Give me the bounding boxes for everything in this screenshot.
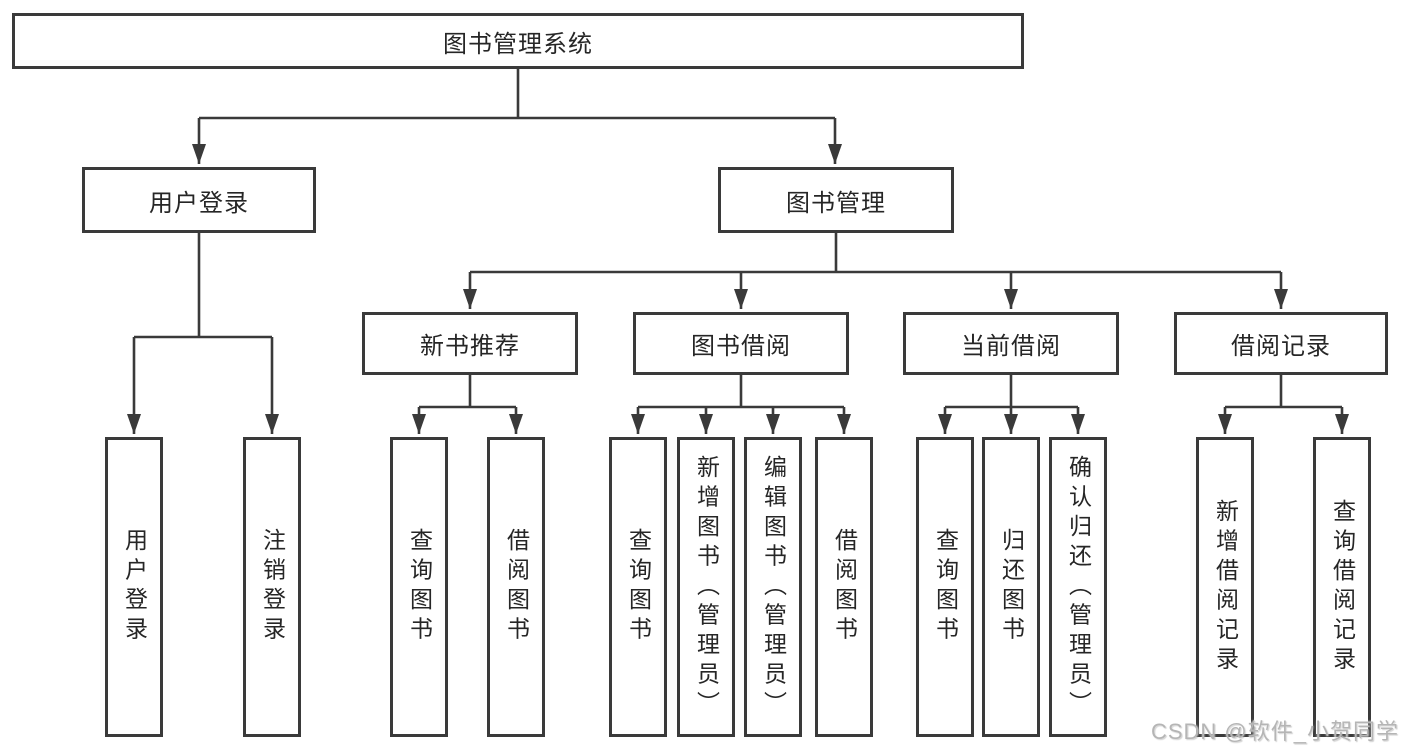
connector-user-login-to-children — [127, 233, 279, 434]
node-library-system: 图书管理系统 — [12, 13, 1024, 69]
leaf-logout-label: 注销登录 — [259, 528, 286, 646]
node-library-system-label: 图书管理系统 — [443, 30, 593, 58]
csdn-watermark: CSDN @软件_小贺同学 — [1150, 719, 1399, 744]
leaf-br-add-record: 新增借阅记录 — [1196, 437, 1254, 737]
leaf-bb-query-books: 查询图书 — [609, 437, 667, 737]
leaf-nb-borrow-books: 借阅图书 — [487, 437, 545, 737]
node-new-book-recommend-label: 新书推荐 — [420, 333, 520, 360]
connector-borrow-records-to-children — [1218, 375, 1349, 434]
leaf-user-login: 用户登录 — [105, 437, 163, 737]
connector-root-to-level2 — [192, 69, 842, 164]
leaf-bb-borrow-books-label: 借阅图书 — [831, 528, 858, 646]
node-borrowing-records-label: 借阅记录 — [1231, 333, 1331, 360]
leaf-user-login-label: 用户登录 — [121, 528, 148, 646]
leaf-br-query-record: 查询借阅记录 — [1313, 437, 1371, 737]
node-new-book-recommend: 新书推荐 — [362, 312, 578, 375]
leaf-bb-borrow-books: 借阅图书 — [815, 437, 873, 737]
leaf-bb-add-books-admin-label: 新增图书（管理员） — [693, 454, 720, 720]
leaf-logout: 注销登录 — [243, 437, 301, 737]
node-borrowing-records: 借阅记录 — [1174, 312, 1388, 375]
leaf-nb-borrow-books-label: 借阅图书 — [503, 528, 530, 646]
leaf-br-add-record-label: 新增借阅记录 — [1212, 498, 1239, 676]
node-current-borrowing: 当前借阅 — [903, 312, 1119, 375]
leaf-bb-edit-books-admin: 编辑图书（管理员） — [744, 437, 802, 737]
node-book-borrowing: 图书借阅 — [633, 312, 849, 375]
connector-current-borrow-to-children — [938, 375, 1085, 434]
node-user-login: 用户登录 — [82, 167, 316, 233]
leaf-cb-return-books: 归还图书 — [982, 437, 1040, 737]
leaf-cb-confirm-return-admin: 确认归还（管理员） — [1049, 437, 1107, 737]
leaf-bb-query-books-label: 查询图书 — [625, 528, 652, 646]
leaf-bb-edit-books-admin-label: 编辑图书（管理员） — [760, 454, 787, 720]
node-current-borrowing-label: 当前借阅 — [961, 333, 1061, 360]
node-user-login-label: 用户登录 — [149, 189, 249, 217]
connector-book-mgmt-to-level3 — [463, 233, 1288, 309]
connector-book-borrow-to-children — [631, 375, 851, 434]
leaf-cb-query-books: 查询图书 — [916, 437, 974, 737]
leaf-nb-query-books-label: 查询图书 — [406, 528, 433, 646]
node-book-management-label: 图书管理 — [786, 189, 886, 217]
leaf-cb-return-books-label: 归还图书 — [998, 528, 1025, 646]
leaf-bb-add-books-admin: 新增图书（管理员） — [677, 437, 735, 737]
leaf-cb-confirm-return-admin-label: 确认归还（管理员） — [1065, 454, 1092, 720]
node-book-management: 图书管理 — [718, 167, 954, 233]
leaf-br-query-record-label: 查询借阅记录 — [1329, 498, 1356, 676]
leaf-cb-query-books-label: 查询图书 — [932, 528, 959, 646]
node-book-borrowing-label: 图书借阅 — [691, 333, 791, 360]
connector-new-book-to-children — [412, 375, 523, 434]
leaf-nb-query-books: 查询图书 — [390, 437, 448, 737]
